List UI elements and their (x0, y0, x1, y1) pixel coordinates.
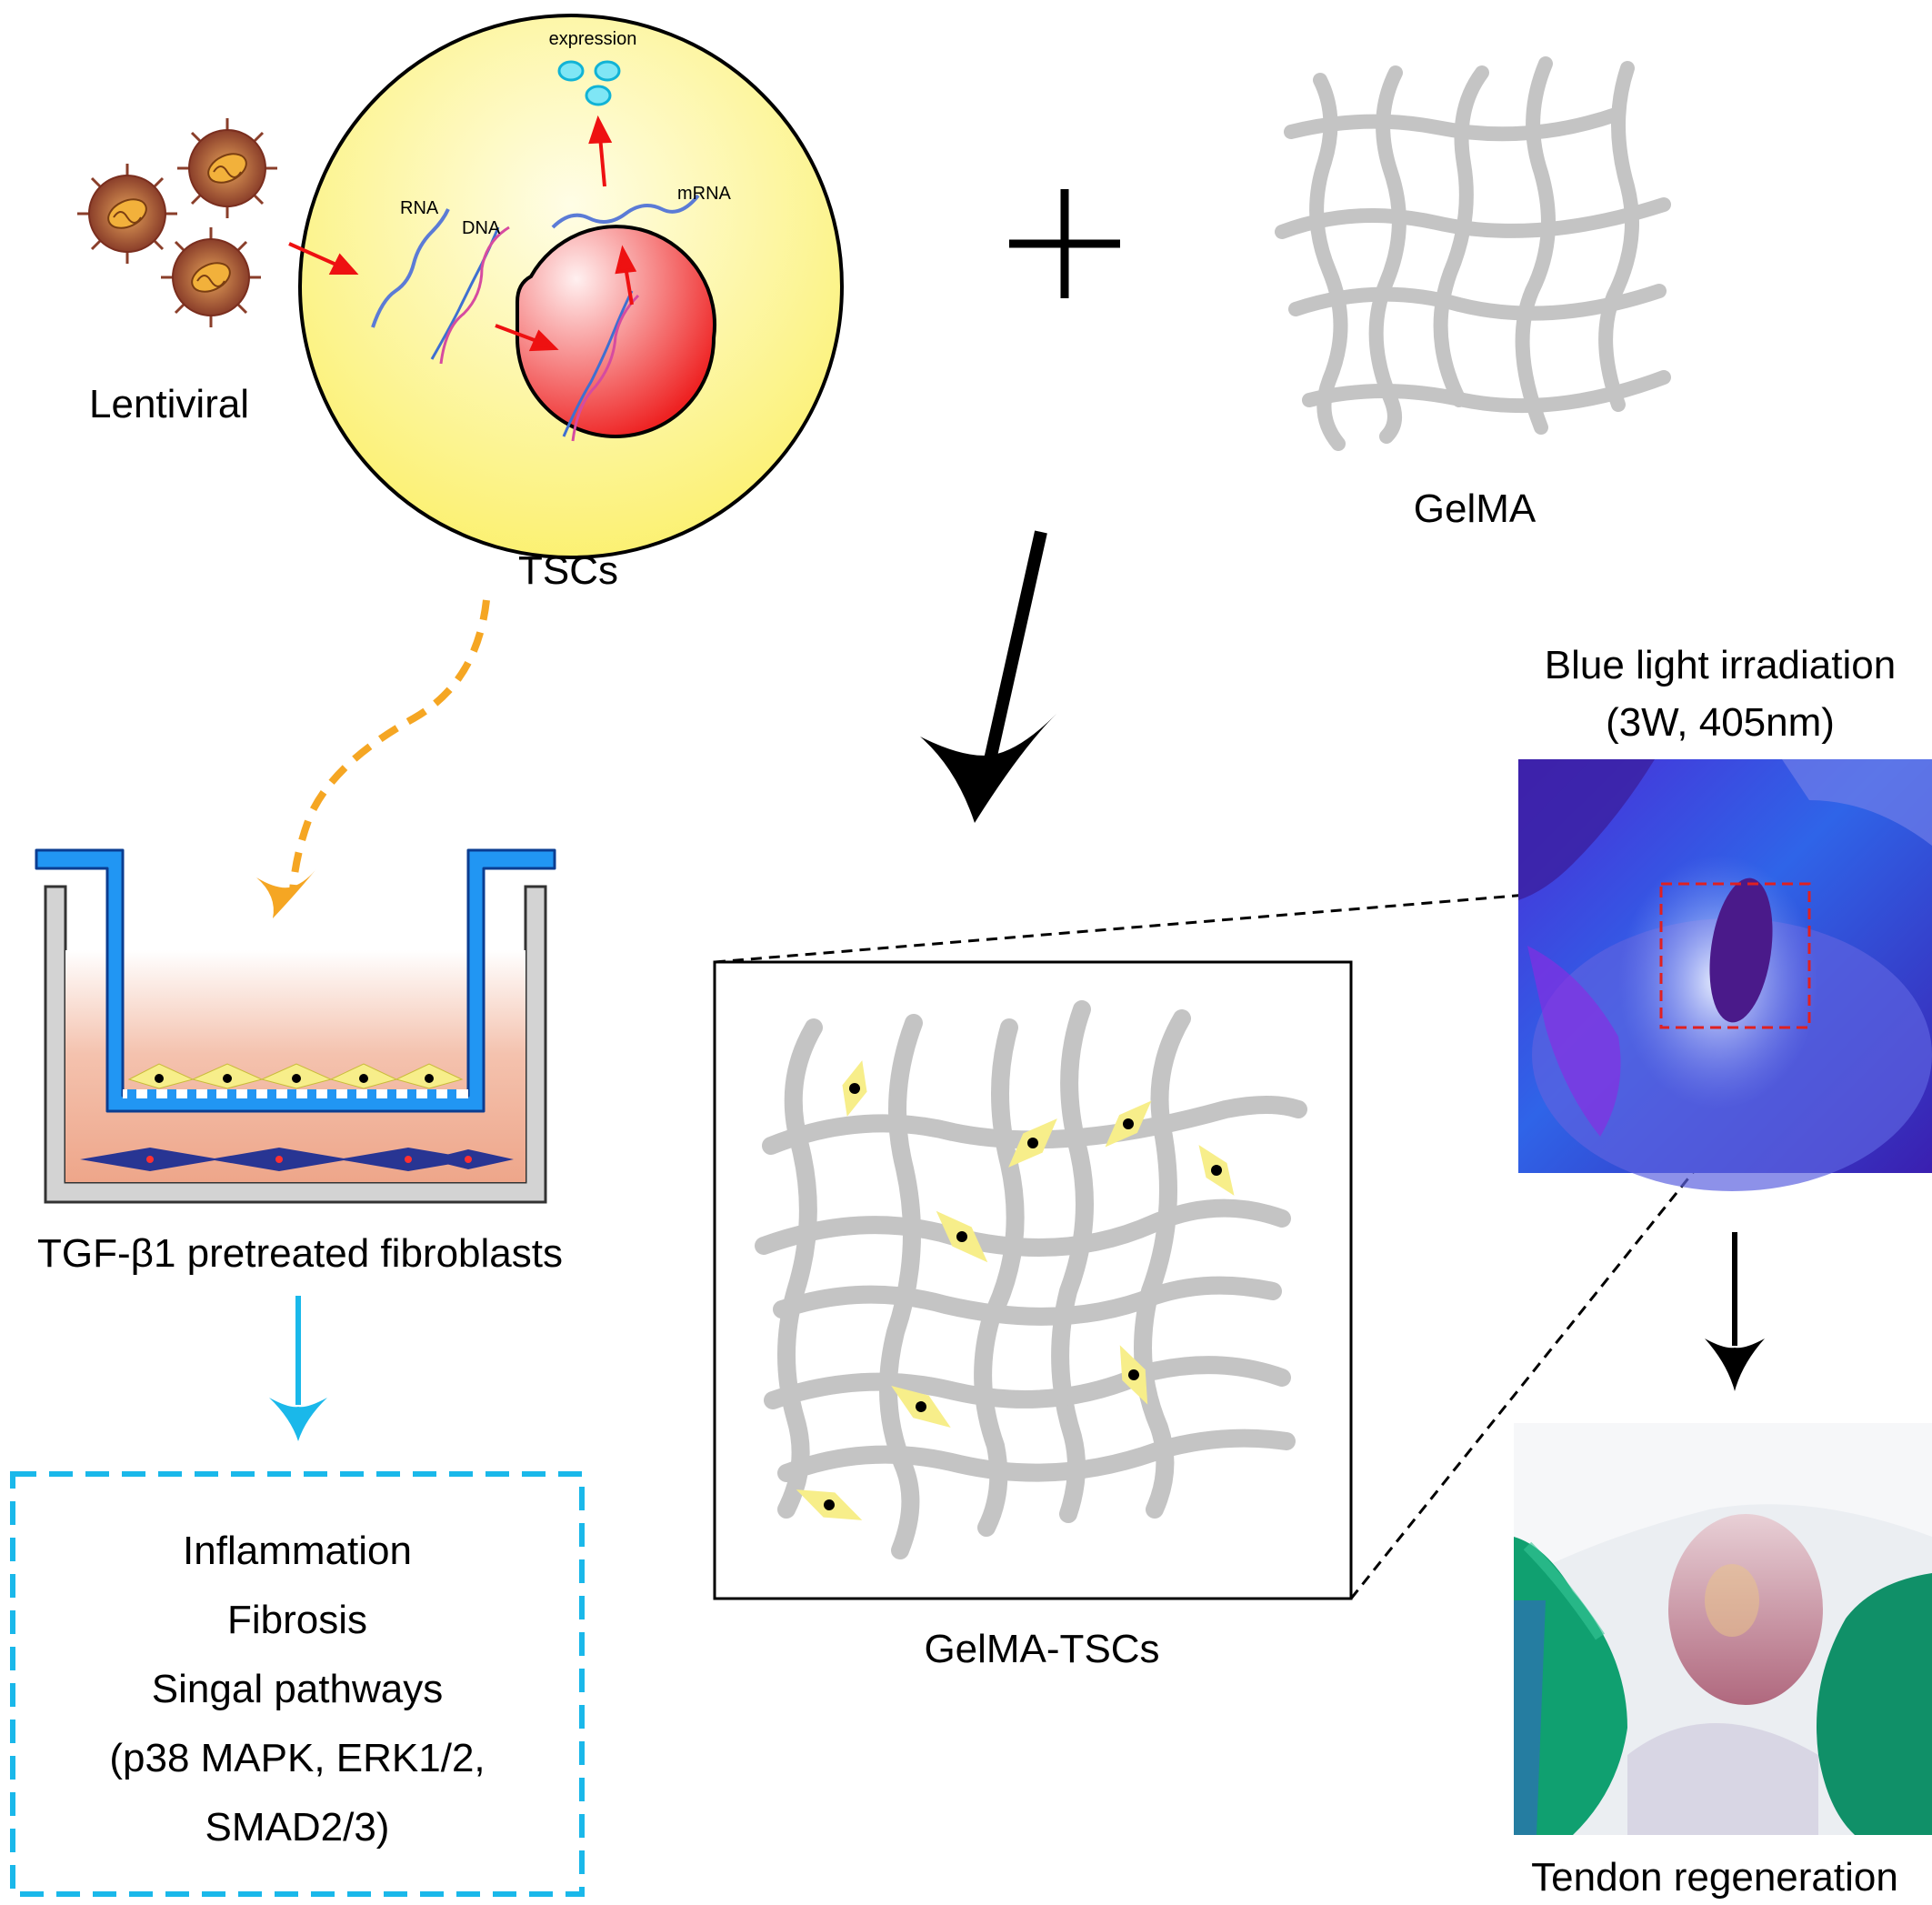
mrna-strand-icon (551, 194, 700, 229)
lentiviral-label: Lentiviral (89, 382, 250, 426)
effects-list: Inflammation Fibrosis Singal pathways (p… (13, 1517, 582, 1862)
expression-label: expression (548, 29, 637, 49)
lentivirus-group (77, 118, 277, 327)
gelma-tscs-box (713, 960, 1353, 1600)
encapsulated-tsc-cells (796, 1060, 1235, 1520)
orange-transfer-arrow (256, 599, 490, 918)
nuclear-dna-icon (562, 290, 640, 442)
virus-particle-icon (161, 227, 261, 327)
tendon-photo (1514, 1423, 1932, 1835)
gelma-tscs-label: GelMA-TSCs (924, 1627, 1160, 1671)
insert-tsc-cells (127, 1063, 464, 1089)
gelma-label: GelMA (1413, 486, 1537, 531)
dna-label: DNA (462, 218, 501, 238)
effects-box-border (10, 1471, 585, 1897)
virus-particle-icon (77, 164, 177, 264)
fibroblasts-label: TGF-β1 pretreated fibroblasts (37, 1231, 563, 1276)
transduction-arrows (288, 115, 637, 352)
rna-label: RNA (400, 198, 439, 218)
down-arrow (1705, 1232, 1765, 1391)
combine-arrow (920, 530, 1056, 823)
fibroblast-cells (80, 1148, 514, 1171)
effect-item: Fibrosis (226, 1598, 368, 1642)
transwell-icon (35, 848, 556, 1204)
mrna-label: mRNA (677, 184, 731, 204)
tendon-regeneration-label: Tendon regeneration (1531, 1855, 1898, 1900)
membrane-pores (127, 1089, 456, 1098)
gelma-scaffold-icon (1275, 56, 1671, 451)
effect-item: (p38 MAPK, ERK1/2, (109, 1736, 486, 1780)
blue-light-label-line1: Blue light irradiation (1544, 643, 1897, 687)
blue-arrow (269, 1296, 327, 1441)
rna-strand-icon (371, 208, 450, 328)
tsc-cell (288, 14, 844, 559)
effect-item: Inflammation (183, 1529, 412, 1573)
blue-light-photo (1518, 759, 1932, 1191)
expressed-protein-icon (557, 60, 621, 106)
plus-icon (1009, 189, 1120, 298)
dna-helix-icon (430, 226, 510, 365)
tscs-label: TSCs (518, 548, 618, 593)
effect-item: Singal pathways (151, 1667, 444, 1711)
virus-particle-icon (177, 118, 277, 218)
effect-item: SMAD2/3) (205, 1805, 390, 1850)
blue-light-label-line2: (3W, 405nm) (1606, 700, 1835, 745)
